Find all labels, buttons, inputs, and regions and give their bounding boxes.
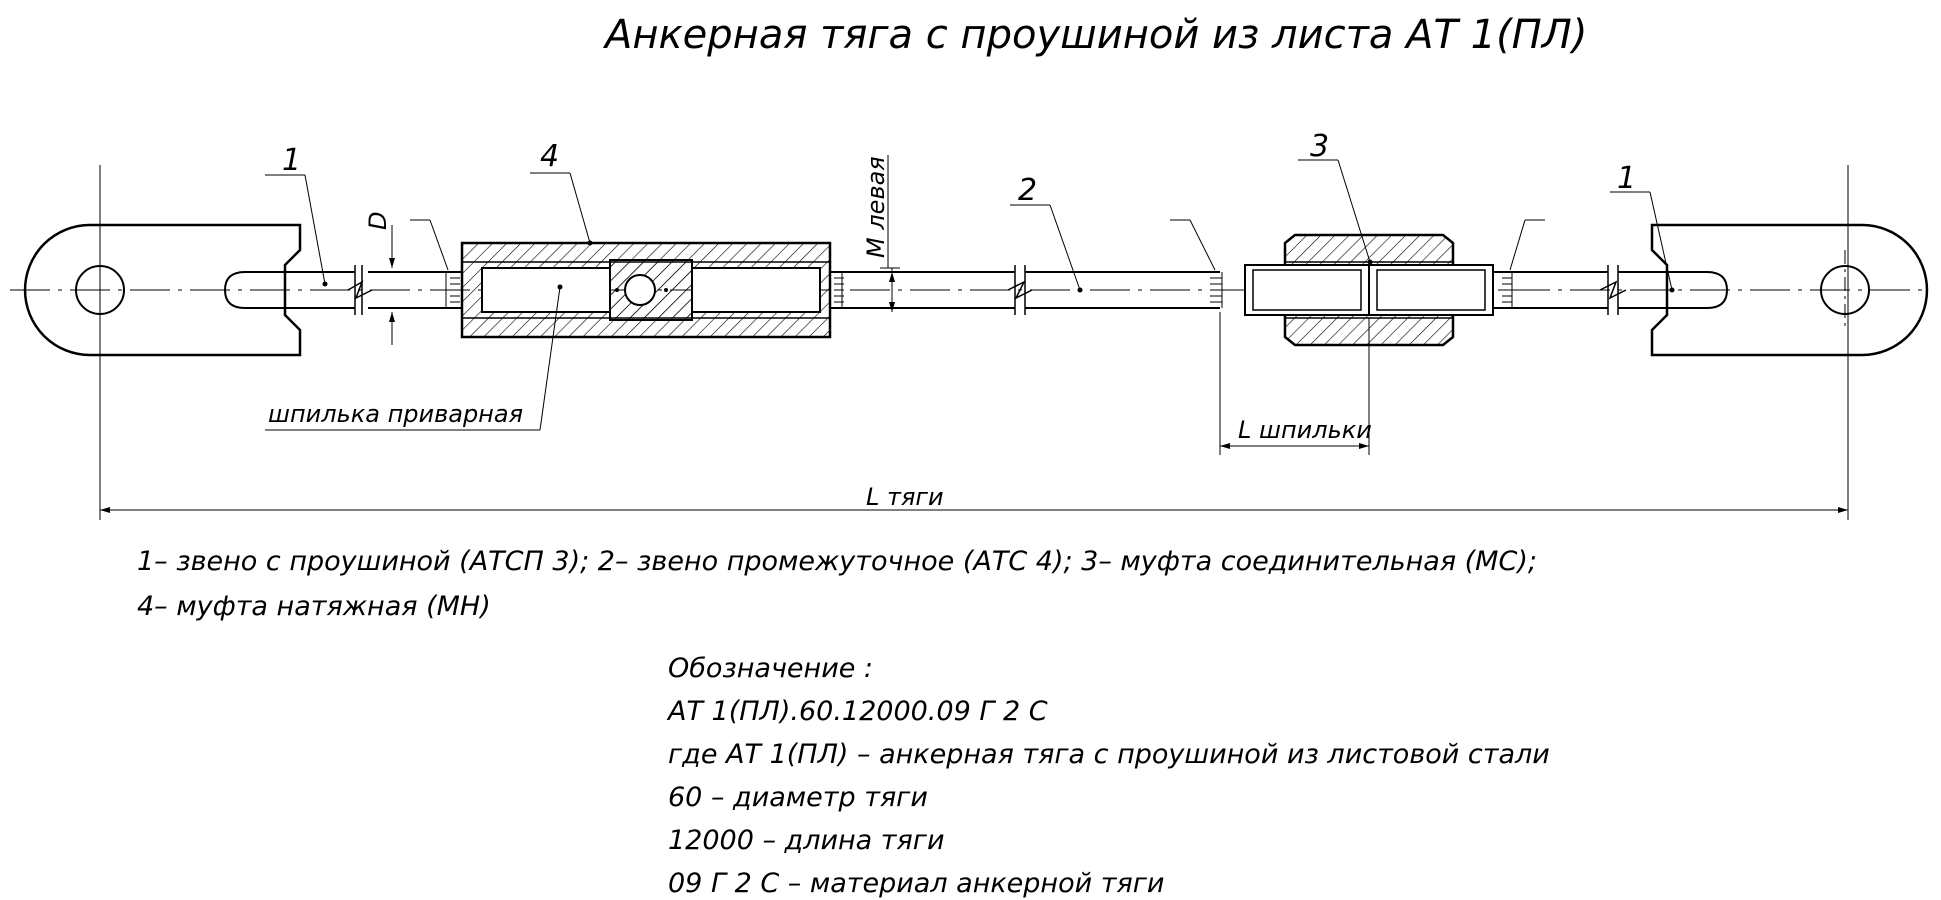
designation-line-4: 09 Г 2 С – материал анкерной тяги: [668, 868, 1164, 899]
stud-length-dimension: L шпильки: [1219, 312, 1372, 455]
rod-left-segment: [305, 265, 462, 315]
eye-plate-right: [1647, 223, 1929, 357]
stud-length-label: L шпильки: [1238, 416, 1372, 444]
callout-1-left-label: 1: [282, 143, 301, 178]
legend-line-2: 4– муфта натяжная (МН): [137, 591, 491, 622]
designation-line-3: 12000 – длина тяги: [668, 825, 945, 856]
designation-heading: Обозначение :: [668, 653, 873, 684]
joint-coupling: [1244, 233, 1494, 347]
callout-1-right-label: 1: [1617, 161, 1636, 196]
rod-right-segment: [1493, 265, 1660, 315]
rod-middle-segment: [830, 265, 1223, 315]
stud-label: шпилька приварная: [268, 400, 523, 428]
leader-tick-mid-diag: [1189, 219, 1216, 271]
m-thread-label: М левая: [862, 156, 890, 258]
callout-3: 3: [1298, 129, 1373, 265]
callout-1-right: 1: [1610, 161, 1675, 293]
callout-4: 4: [530, 139, 593, 246]
callout-2: 2: [1010, 173, 1083, 293]
callout-3-label: 3: [1310, 129, 1329, 164]
m-thread-dimension: М левая: [862, 155, 900, 312]
d-dimension: D: [364, 212, 400, 345]
leader-tick-right-diag: [1509, 219, 1526, 271]
rod-length-label: L тяги: [866, 483, 944, 511]
rod-length-dimension: L тяги: [99, 165, 1849, 520]
drawing-title: Анкерная тяга с проушиной из листа АТ 1(…: [602, 12, 1587, 58]
callout-1-left: 1: [265, 143, 328, 287]
stud-callout: шпилька приварная: [265, 284, 563, 431]
designation-line-1: где АТ 1(ПЛ) – анкерная тяга с проушиной…: [668, 739, 1550, 770]
designation-code: АТ 1(ПЛ).60.12000.09 Г 2 С: [666, 696, 1048, 727]
legend-line-1: 1– звено с проушиной (АТСП 3); 2– звено …: [137, 546, 1537, 577]
d-dimension-label: D: [364, 212, 392, 230]
designation-line-2: 60 – диаметр тяги: [668, 782, 928, 813]
callout-2-label: 2: [1018, 173, 1037, 208]
leader-tick-left-diag: [429, 219, 449, 271]
tension-coupling: [460, 241, 832, 339]
callout-4-label: 4: [540, 139, 559, 174]
